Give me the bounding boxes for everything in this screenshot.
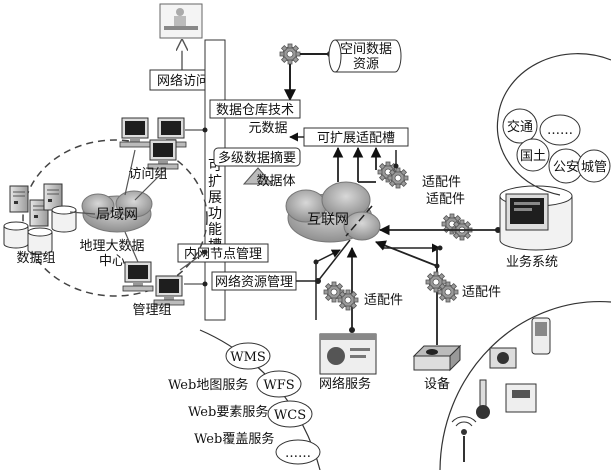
access-group-label: 访问组 — [128, 167, 167, 182]
domain-label-1: …… — [547, 123, 573, 138]
gear-icon — [437, 281, 459, 303]
device-cluster-arc — [439, 301, 611, 470]
geo-bigdata-center-label-1: 地理大数据 — [79, 239, 144, 254]
data-warehouse-tech-label: 数据仓库技术 — [216, 102, 294, 118]
wfs-bubble: WFS — [256, 370, 302, 398]
web-feature-service-label: Web要素服务 — [188, 404, 268, 420]
spatial-data-resource-cylinder: 空间数据 资源 — [328, 39, 402, 73]
data-group-label: 数据组 — [16, 251, 55, 266]
adapter-label-3: 适配件 — [364, 293, 403, 308]
domain-label-2: 国土 — [520, 149, 546, 164]
pyramid-icon — [242, 167, 274, 185]
domain-label-3: 公安 — [553, 160, 579, 175]
pc-icon — [153, 275, 185, 306]
domain-circles: 交通 …… 国土 公安 城管 — [502, 108, 611, 184]
web-coverage-service-label: Web覆盖服务 — [194, 431, 274, 447]
more-services-bubble: …… — [275, 439, 321, 465]
network-service-label: 网络服务 — [319, 376, 371, 392]
device-icon — [412, 344, 462, 372]
pc-icon — [122, 261, 154, 292]
network-access-box: 网络访问 — [149, 69, 217, 91]
slot-char-1: 扩 — [208, 174, 222, 190]
network-service-icon — [319, 333, 377, 375]
slot-char-4: 能 — [208, 222, 222, 238]
network-access-label: 网络访问 — [157, 73, 209, 89]
pc-icon — [147, 139, 179, 170]
network-resource-mgmt-label: 网络资源管理 — [215, 274, 293, 290]
scalable-adapter-slot-label: 可扩展适配槽 — [317, 131, 395, 146]
gear-icon — [337, 289, 359, 311]
domain-label-4: 城管 — [581, 160, 607, 175]
user-at-computer-icon — [159, 3, 203, 39]
wfs-label: WFS — [263, 378, 294, 393]
geo-bigdata-center-label-2: 中心 — [99, 254, 125, 269]
domain-arc-2 — [496, 117, 561, 196]
device-label: 设备 — [424, 376, 450, 392]
domain-label-0: 交通 — [507, 119, 533, 135]
pc-icon — [119, 117, 151, 148]
thermometer-icon — [476, 379, 490, 419]
business-system-icon — [499, 185, 573, 251]
data-warehouse-tech-box: 数据仓库技术 — [209, 99, 301, 119]
spatial-data-resource-label-1: 空间数据 — [340, 42, 392, 57]
database-cylinder-icon — [51, 205, 77, 233]
multilevel-summary-box: 多级数据摘要 — [213, 147, 301, 167]
camera-icon — [489, 347, 517, 369]
mgmt-group-label: 管理组 — [132, 303, 171, 318]
database-cylinder-icon — [3, 221, 29, 249]
business-system-label: 业务系统 — [506, 254, 558, 270]
domain-arc — [497, 53, 611, 119]
wms-label: WMS — [230, 350, 266, 365]
slot-char-3: 功 — [208, 206, 222, 222]
intranet-node-mgmt-box: 内网节点管理 — [177, 243, 269, 263]
wcs-bubble: WCS — [267, 400, 313, 428]
data-body-label: 数据体 — [256, 174, 295, 189]
mobile-phone-icon — [531, 317, 551, 355]
web-map-service-label: Web地图服务 — [168, 377, 248, 393]
spatial-data-resource-label-2: 资源 — [353, 57, 379, 72]
gear-icon — [387, 167, 409, 189]
multilevel-summary-label: 多级数据摘要 — [218, 150, 296, 166]
slot-char-2: 展 — [208, 190, 222, 206]
antenna-icon — [451, 416, 477, 462]
adapter-label-4: 适配件 — [462, 285, 501, 300]
more-services-label: …… — [285, 446, 311, 461]
meter-icon — [505, 383, 537, 413]
gear-icon — [279, 43, 301, 65]
internet-label: 互联网 — [307, 212, 349, 228]
network-resource-mgmt-box: 网络资源管理 — [211, 271, 297, 291]
wcs-label: WCS — [274, 408, 306, 423]
server-icon — [9, 185, 29, 213]
lan-cloud: 局域网 — [81, 190, 153, 233]
internet-cloud: 互联网 — [285, 181, 381, 243]
intranet-node-mgmt-label: 内网节点管理 — [184, 246, 262, 262]
adapter-label-2: 适配件 — [426, 192, 465, 207]
lan-label: 局域网 — [96, 207, 138, 223]
metadata-label: 元数据 — [248, 121, 287, 136]
wms-bubble: WMS — [225, 342, 271, 370]
adapter-label-1: 适配件 — [422, 175, 461, 190]
scalable-adapter-slot-box: 可扩展适配槽 — [303, 127, 409, 147]
lan-boundary — [22, 139, 208, 297]
